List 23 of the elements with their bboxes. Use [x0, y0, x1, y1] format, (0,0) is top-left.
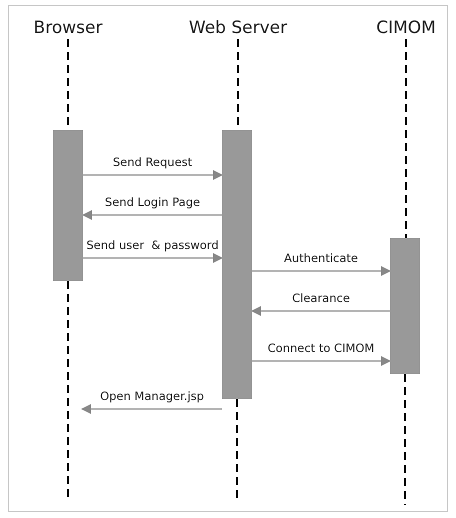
participant-label: Browser [34, 17, 102, 39]
edge-label: Send user & password [84, 238, 221, 252]
activation-bar [222, 130, 252, 399]
activation-bar [53, 130, 83, 281]
message-arrow [251, 306, 390, 316]
message-arrow [252, 356, 391, 366]
participant-label: CIMOM [376, 17, 436, 39]
message-arrow [82, 210, 222, 220]
message-arrow [83, 170, 223, 180]
participant-label: Web Server [188, 17, 288, 39]
edge-label: Open Manager.jsp [98, 389, 206, 403]
activation-bar [390, 238, 420, 374]
edge-label: Connect to CIMOM [266, 341, 376, 355]
lifeline [405, 39, 407, 238]
lifeline [67, 281, 69, 500]
edge-label: Clearance [290, 291, 352, 305]
edge-label: Authenticate [282, 251, 360, 265]
message-arrow [252, 266, 391, 276]
message-arrow [83, 253, 223, 263]
edge-label: Send Login Page [102, 195, 202, 209]
lifeline [404, 374, 406, 505]
message-arrow [81, 404, 222, 414]
edge-label: Send Request [110, 155, 194, 169]
